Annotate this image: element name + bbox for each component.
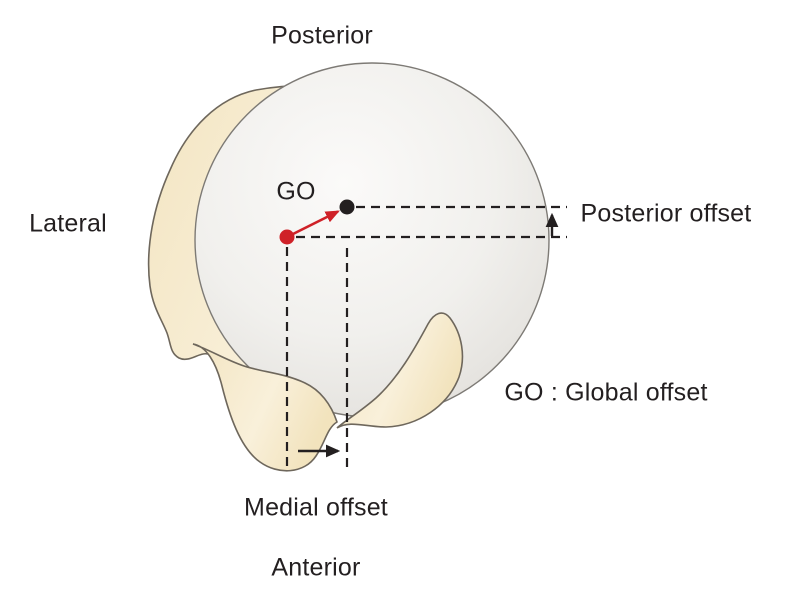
go-label: GO — [276, 177, 316, 206]
go-origin-dot — [279, 229, 295, 245]
posterior-offset-label: Posterior offset — [580, 199, 752, 228]
global-offset-arrow — [290, 210, 340, 237]
bone-lobe-left — [192, 343, 338, 472]
humeral-head-sphere — [194, 62, 550, 418]
go-target-dot — [339, 199, 355, 215]
anterior-label: Anterior — [271, 553, 361, 582]
medial-offset-label: Medial offset — [244, 493, 388, 522]
posterior-label: Posterior — [271, 21, 373, 50]
lateral-label: Lateral — [29, 209, 107, 238]
bone-lobe-right — [336, 312, 464, 429]
global-offset-legend: GO : Global offset — [504, 378, 708, 407]
